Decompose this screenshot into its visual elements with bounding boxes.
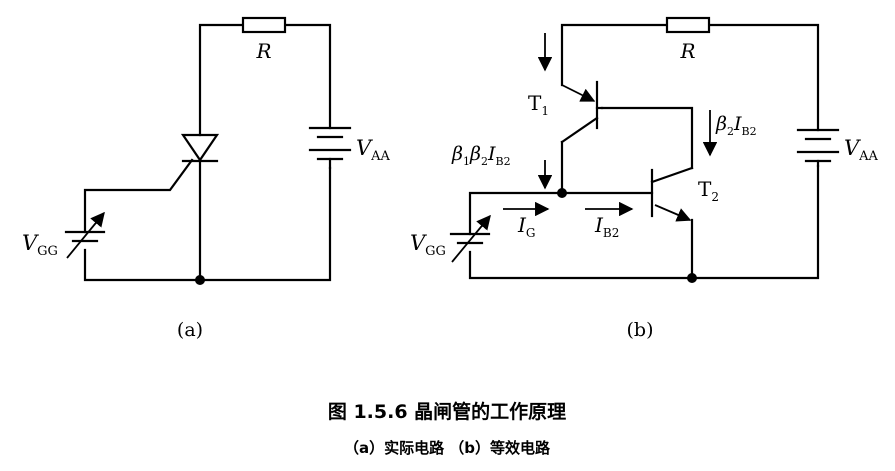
wire-b-top — [560, 23, 820, 132]
transistor-t1 — [560, 80, 604, 144]
figure-caption-subtitle: （a）实际电路 （b）等效电路 — [344, 439, 551, 457]
label-t2: T2 — [698, 177, 719, 204]
thyristor-a — [180, 133, 220, 163]
resistor-b — [665, 16, 711, 34]
wire-b-right — [690, 164, 820, 280]
resistor-a — [241, 16, 287, 34]
wire-a-left — [83, 158, 202, 282]
label-a-vgg: VGG — [22, 231, 58, 259]
label-a-vaa: VAA — [356, 136, 391, 164]
battery-b-vgg — [449, 214, 491, 263]
wire-b-t1-collector — [600, 106, 694, 170]
subfigure-label-a: (a) — [177, 319, 203, 341]
label-b-vgg: VGG — [410, 231, 446, 259]
circuit-a: R VAA VGG (a) — [22, 16, 391, 341]
transistor-t2 — [650, 166, 694, 222]
circuit-b: R VAA VGG T1 T2 IG IB2 β1β2IB2 β2IB2 (b) — [410, 16, 879, 341]
subfigure-label-b: (b) — [627, 319, 654, 341]
label-a-r: R — [255, 39, 271, 63]
label-left-current: β1β2IB2 — [451, 143, 511, 168]
label-b-r: R — [679, 39, 695, 63]
label-right-current: β2IB2 — [715, 113, 757, 138]
battery-a-vgg — [64, 211, 106, 259]
battery-a-vaa — [308, 126, 352, 170]
node-b-bottom — [687, 273, 697, 283]
label-t1: T1 — [528, 91, 549, 118]
label-ig: IG — [517, 213, 536, 240]
node-a — [195, 275, 205, 285]
figure-caption-title: 图 1.5.6 晶闸管的工作原理 — [328, 400, 566, 423]
battery-b-vaa — [796, 128, 840, 168]
node-b-junction — [557, 188, 567, 198]
wire-a-top — [198, 23, 332, 137]
wire-b-left — [468, 191, 694, 280]
label-b-vaa: VAA — [844, 136, 879, 164]
label-ib2: IB2 — [594, 213, 619, 240]
wire-a-right — [198, 160, 332, 282]
